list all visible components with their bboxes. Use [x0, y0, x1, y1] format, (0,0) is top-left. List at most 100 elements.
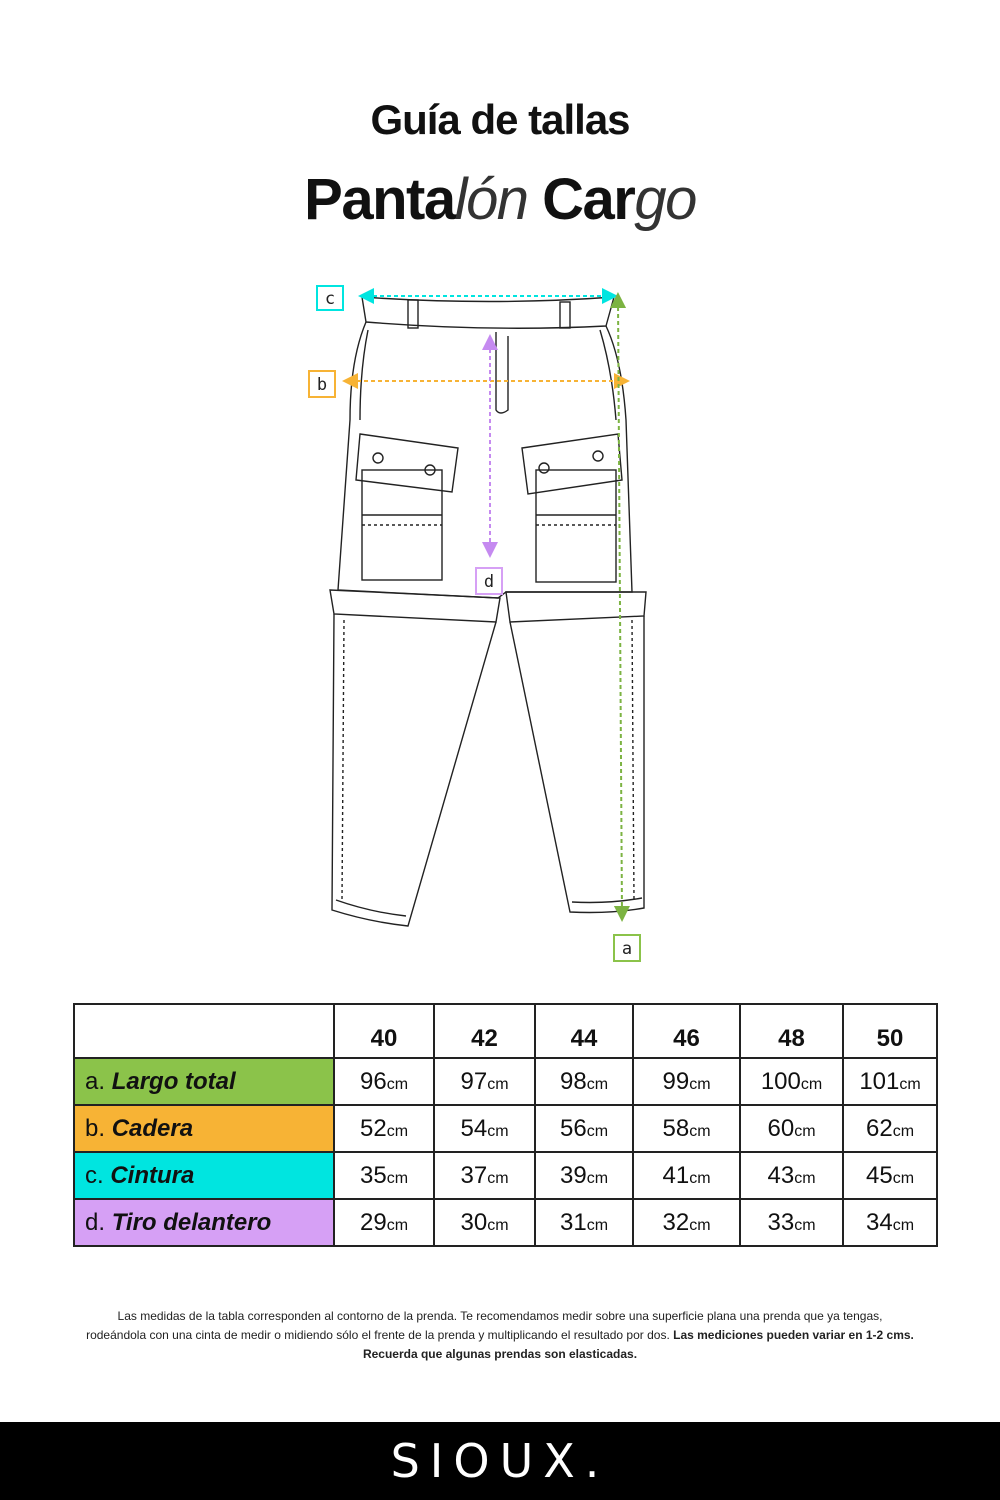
measure-cell: 96cm	[333, 1057, 435, 1106]
measure-unit: cm	[487, 1075, 509, 1093]
measure-unit: cm	[586, 1075, 609, 1093]
size-header: 46	[632, 1003, 741, 1059]
row-letter: d.	[85, 1208, 106, 1236]
measure-unit: cm	[794, 1169, 816, 1187]
measure-unit: cm	[794, 1216, 816, 1234]
measure-unit: cm	[892, 1122, 915, 1140]
row-name: Tiro delantero	[111, 1208, 272, 1236]
measure-value: 45	[865, 1161, 893, 1189]
measure-cell: 100cm	[739, 1057, 844, 1106]
measure-value: 99	[662, 1067, 690, 1095]
size-header-row: 40 42 44 46 48 50	[73, 1003, 938, 1059]
row-label: c. Cintura	[73, 1151, 335, 1200]
measure-value: 29	[359, 1208, 387, 1236]
measure-cell: 97cm	[433, 1057, 536, 1106]
measure-unit: cm	[487, 1169, 509, 1187]
row-letter: b.	[85, 1114, 106, 1142]
measure-value: 97	[460, 1067, 488, 1095]
measure-unit: cm	[689, 1216, 711, 1234]
measure-unit: cm	[386, 1169, 409, 1187]
measure-unit: cm	[487, 1216, 509, 1234]
measure-value: 58	[662, 1114, 690, 1142]
measure-unit: cm	[386, 1122, 409, 1140]
product-title-part-2: lón	[454, 167, 529, 232]
measure-value: 41	[662, 1161, 690, 1189]
measure-unit: cm	[586, 1216, 609, 1234]
measure-cell: 54cm	[433, 1104, 536, 1153]
marker-d-box	[475, 567, 503, 595]
measure-value: 33	[767, 1208, 795, 1236]
measure-unit: cm	[892, 1216, 915, 1234]
product-title-part-1: Panta	[304, 167, 456, 232]
measure-value: 56	[559, 1114, 587, 1142]
measure-value: 37	[460, 1161, 488, 1189]
measure-value: 39	[559, 1161, 587, 1189]
measure-value: 30	[460, 1208, 488, 1236]
measure-cell: 31cm	[534, 1198, 634, 1247]
product-title-part-3: Car	[542, 167, 636, 232]
measure-value: 62	[865, 1114, 893, 1142]
footer-bar: SIOUX.	[0, 1422, 1000, 1500]
pants-diagram: c b d a	[308, 285, 647, 962]
marker-c-label: c	[325, 289, 335, 309]
measure-cell: 37cm	[433, 1151, 536, 1200]
measure-unit: cm	[689, 1122, 711, 1140]
measure-value: 60	[767, 1114, 795, 1142]
row-label: b. Cadera	[73, 1104, 335, 1153]
measure-cell: 45cm	[842, 1151, 938, 1200]
measure-value: 98	[559, 1067, 587, 1095]
measure-value: 35	[359, 1161, 387, 1189]
row-letter: a.	[85, 1067, 106, 1095]
measure-value: 54	[460, 1114, 488, 1142]
measure-unit: cm	[689, 1169, 711, 1187]
measure-unit: cm	[586, 1169, 609, 1187]
row-letter: c.	[85, 1161, 104, 1189]
measure-cell: 58cm	[632, 1104, 741, 1153]
measure-value: 34	[865, 1208, 893, 1236]
row-name: Cintura	[110, 1161, 195, 1189]
measure-unit: cm	[899, 1075, 921, 1093]
measure-cell: 43cm	[739, 1151, 844, 1200]
size-header: 42	[433, 1003, 536, 1059]
measure-cell: 60cm	[739, 1104, 844, 1153]
row-label: a. Largo total	[73, 1057, 335, 1106]
corner-cell	[73, 1003, 335, 1059]
measure-cell: 30cm	[433, 1198, 536, 1247]
size-header: 40	[333, 1003, 435, 1059]
measure-value: 100	[760, 1067, 801, 1095]
measure-cell: 35cm	[333, 1151, 435, 1200]
row-name: Cadera	[111, 1114, 194, 1142]
note-line-2: rodeándola con una cinta de medir o midi…	[86, 1328, 670, 1342]
measure-value: 31	[559, 1208, 587, 1236]
measurement-note: Las medidas de la tabla corresponden al …	[30, 1307, 970, 1364]
brand-logo: SIOUX.	[390, 1434, 610, 1488]
row-name: Largo total	[111, 1067, 236, 1095]
measure-cell: 56cm	[534, 1104, 634, 1153]
pants-outline	[329, 296, 647, 927]
product-title-part-4: go	[634, 167, 697, 232]
marker-a-box	[613, 934, 641, 962]
note-line-3-bold: Recuerda que algunas prendas son elastic…	[362, 1347, 638, 1361]
note-line-1: Las medidas de la tabla corresponden al …	[117, 1309, 883, 1323]
measure-value: 52	[359, 1114, 387, 1142]
measure-value: 101	[859, 1067, 900, 1095]
marker-b-box	[308, 370, 336, 398]
measure-unit: cm	[689, 1075, 711, 1093]
product-title: Pantalón Cargo	[0, 166, 1000, 233]
measure-cell: 41cm	[632, 1151, 741, 1200]
page-title: Guía de tallas	[370, 96, 630, 143]
measure-cell: 99cm	[632, 1057, 741, 1106]
measure-unit: cm	[800, 1075, 823, 1093]
measure-cell: 98cm	[534, 1057, 634, 1106]
marker-d-label: d	[484, 572, 494, 592]
marker-b-label: b	[317, 375, 327, 395]
marker-c-box	[316, 285, 344, 311]
measure-cell: 39cm	[534, 1151, 634, 1200]
measure-unit: cm	[794, 1122, 816, 1140]
measure-cell: 34cm	[842, 1198, 938, 1247]
